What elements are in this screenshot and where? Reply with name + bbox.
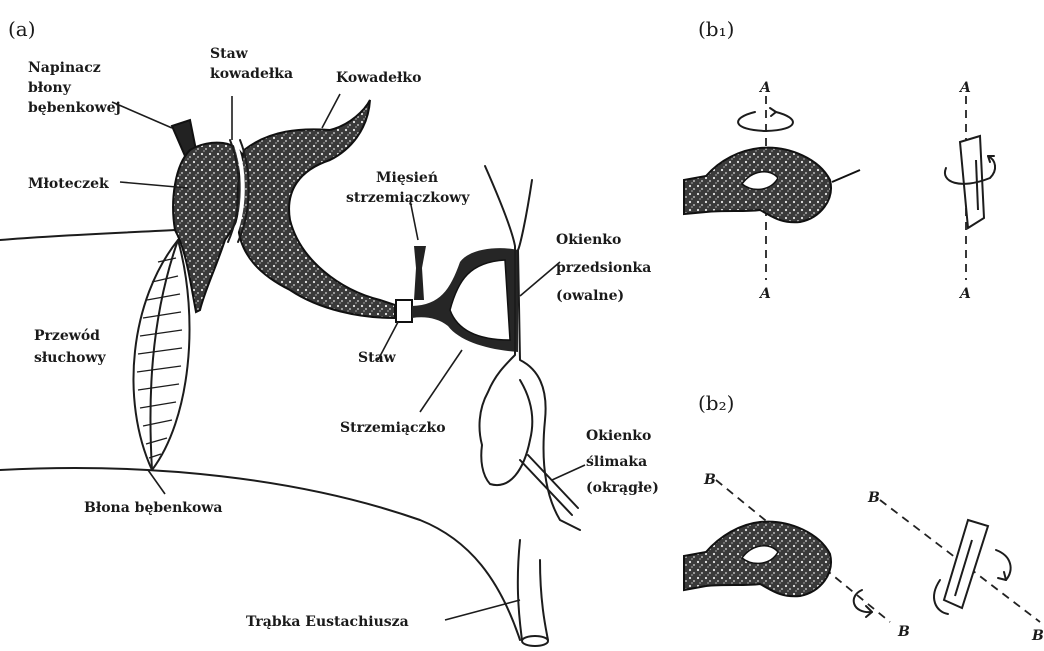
label-trabka: Trąbka Eustachiusza xyxy=(246,614,409,630)
label-przewod-2: słuchowy xyxy=(34,350,107,366)
eustachian-tube-end xyxy=(522,636,548,646)
label-okienko-slimaka-3: (okrągłe) xyxy=(586,480,659,496)
label-okienko-przedsionka-1: Okienko xyxy=(556,232,621,248)
axis-b-left: B xyxy=(703,472,716,488)
panel-label-a: (a) xyxy=(8,17,36,41)
axis-a-top: A xyxy=(758,80,771,96)
ossicles-b2 xyxy=(684,522,831,597)
axis-b2-right: B xyxy=(1031,628,1044,644)
label-staw-kowadelka-1: Staw xyxy=(210,46,249,62)
label-staw-kowadelka-2: kowadełka xyxy=(210,66,293,82)
label-kowadelko: Kowadełko xyxy=(336,70,421,86)
ossicles-b1 xyxy=(684,148,860,223)
panel-label-b1: (b₁) xyxy=(698,17,734,41)
label-napinacz-3: bębenkowej xyxy=(28,100,121,116)
stapes-side-b2 xyxy=(944,520,988,608)
axis-a2-bottom: A xyxy=(958,286,971,302)
label-napinacz-2: błony xyxy=(28,80,72,96)
eustachian-tube xyxy=(518,540,548,640)
axis-b2-left: B xyxy=(867,490,880,506)
axis-a2-top: A xyxy=(958,80,971,96)
panel-label-b2: (b₂) xyxy=(698,391,734,415)
label-mloteczek: Młoteczek xyxy=(28,176,109,192)
ear-canal-upper-wall xyxy=(0,230,175,240)
label-blona: Błona bębenkowa xyxy=(84,500,222,516)
round-window-duct xyxy=(520,455,578,515)
stapes-bone xyxy=(396,248,518,352)
label-okienko-przedsionka-2: przedsionka xyxy=(556,260,651,276)
label-okienko-slimaka-2: ślimaka xyxy=(586,454,647,470)
incus-bone xyxy=(237,100,395,318)
label-staw: Staw xyxy=(358,350,397,366)
label-okienko-slimaka-1: Okienko xyxy=(586,428,651,444)
axis-b-right: B xyxy=(897,624,910,640)
malleus-bone xyxy=(173,143,246,312)
label-strzemiaczko: Strzemiączko xyxy=(340,420,446,436)
label-napinacz-1: Napinacz xyxy=(28,60,101,76)
axis-a-bottom: A xyxy=(758,286,771,302)
stapedius-muscle xyxy=(414,246,426,300)
label-miesien-2: strzemiączkowy xyxy=(346,190,470,206)
label-okienko-przedsionka-3: (owalne) xyxy=(556,288,624,304)
label-przewod-1: Przewód xyxy=(34,328,100,344)
label-miesien-1: Mięsień xyxy=(376,170,438,186)
tympanic-membrane xyxy=(133,240,189,470)
